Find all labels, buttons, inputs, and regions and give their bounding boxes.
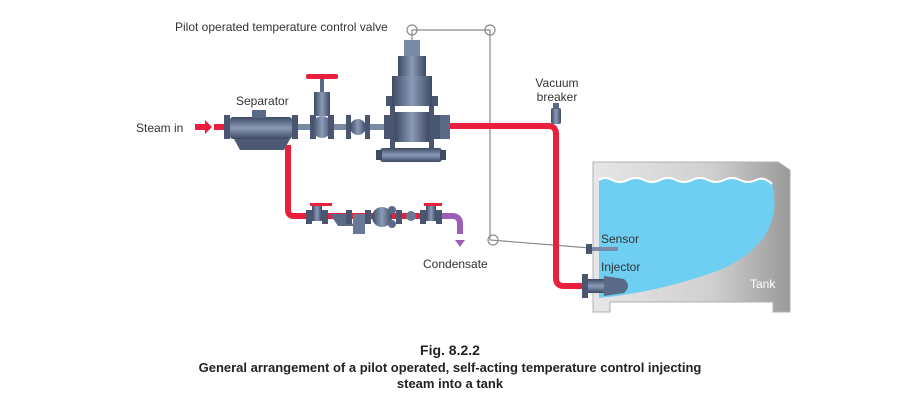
condensate-pipe	[440, 213, 463, 234]
tank	[592, 161, 791, 313]
vacuum-breaker-label-line1: Vacuum	[535, 76, 579, 90]
vacuum-breaker-label-line2: breaker	[536, 90, 578, 104]
tank-label: Tank	[750, 277, 776, 291]
trap-set	[306, 203, 442, 234]
pipe-fittings	[334, 115, 390, 139]
steam-in-label: Steam in	[136, 121, 184, 135]
steam-pipe	[285, 123, 582, 289]
figure-caption: General arrangement of a pilot operated,…	[0, 360, 900, 392]
separator	[224, 110, 298, 150]
capillary-tube	[406, 24, 591, 249]
globe-valve	[298, 74, 338, 139]
steam-injector	[582, 274, 628, 298]
figure-caption-line1: General arrangement of a pilot operated,…	[198, 360, 702, 375]
vacuum-breaker	[551, 103, 561, 124]
temperature-sensor	[586, 244, 618, 254]
condensate-arrow	[455, 240, 465, 247]
tank-water	[599, 178, 775, 298]
steam-in-arrow	[195, 120, 224, 134]
sensor-label: Sensor	[601, 232, 640, 246]
injector-label: Injector	[601, 260, 641, 274]
pilot-valve-label: Pilot operated temperature control valve	[175, 20, 388, 34]
pilot-control-valve	[376, 40, 450, 162]
separator-label: Separator	[236, 94, 289, 108]
condensate-label: Condensate	[423, 257, 488, 271]
figure-number: Fig. 8.2.2	[420, 342, 480, 358]
figure-caption-line2: steam into a tank	[396, 376, 504, 391]
